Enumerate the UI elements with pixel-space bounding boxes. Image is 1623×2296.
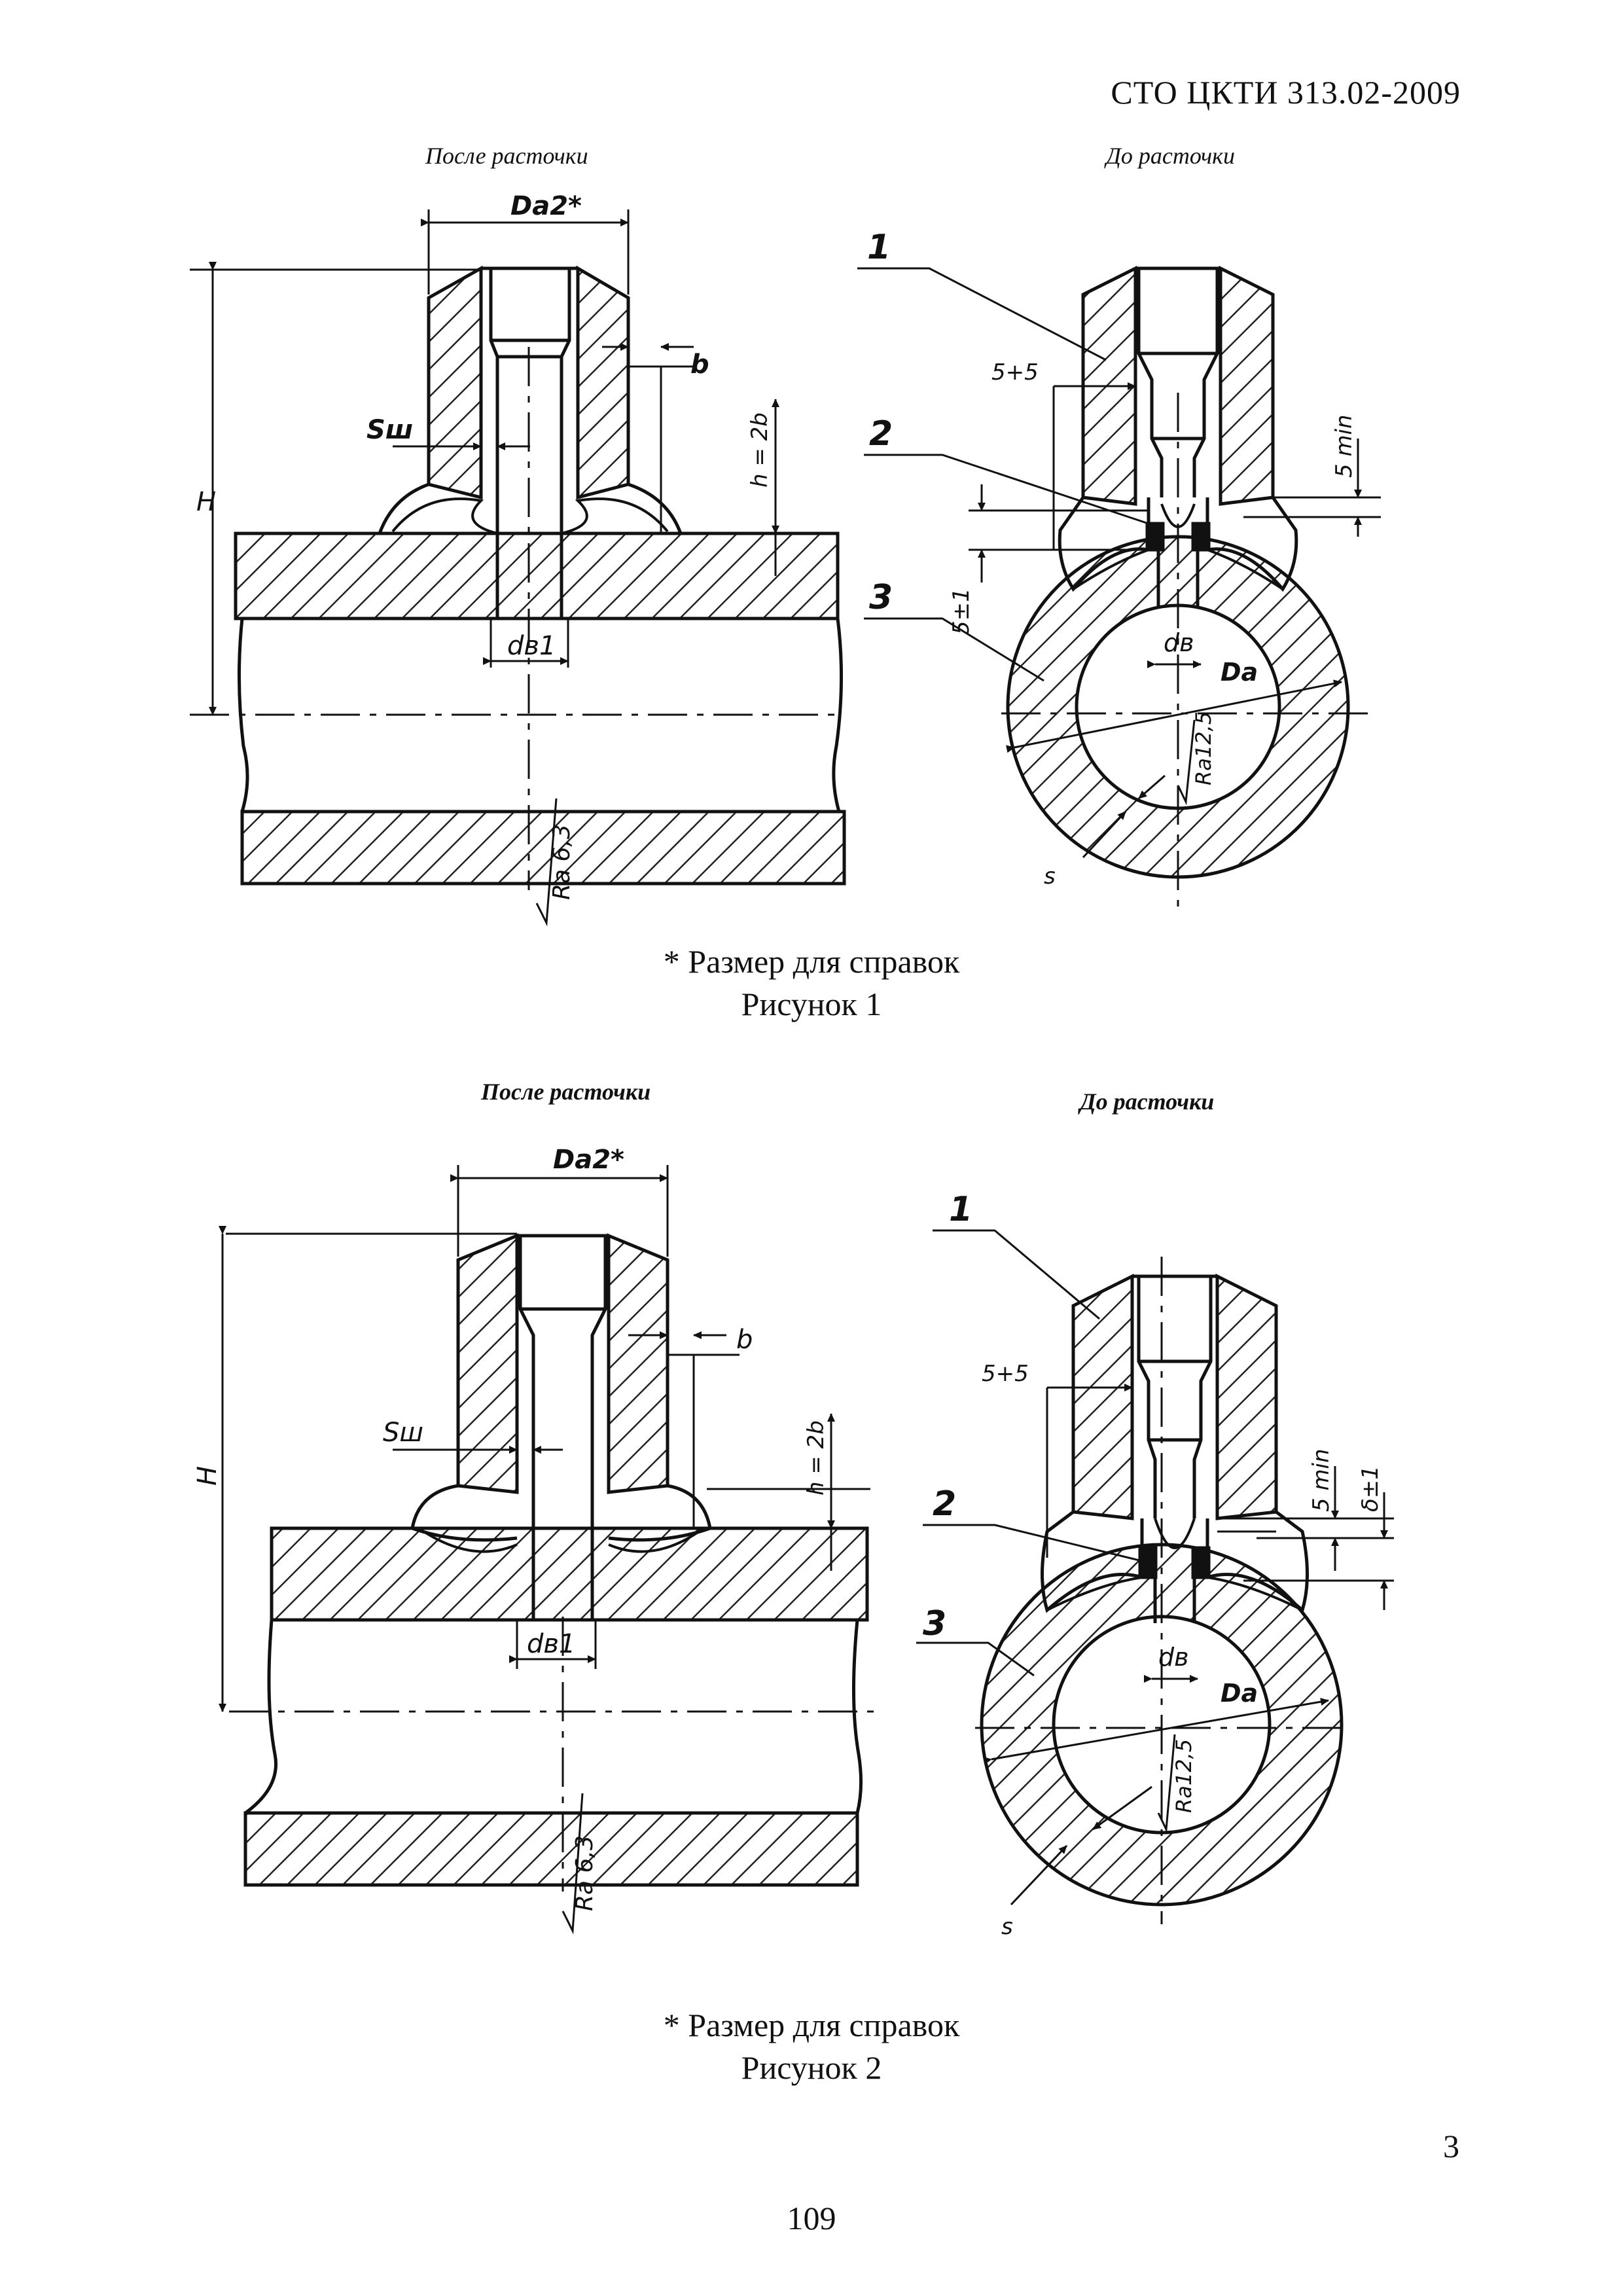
- fig1-right-title: До расточки: [1104, 143, 1235, 169]
- fig1-label-5min: 5 min: [1331, 414, 1357, 478]
- document-code: СТО ЦКТИ 313.02-2009: [1111, 74, 1461, 111]
- fig1-note: * Размер для справок: [663, 943, 960, 980]
- fig1-label-gap: 5+5: [991, 359, 1039, 386]
- fig1-label-ra63: Ra 6,3: [548, 824, 575, 900]
- sheet-number: 3: [1443, 2128, 1459, 2164]
- fig1-label-h: H: [196, 487, 216, 517]
- fig1-pos-2: 2: [869, 414, 893, 454]
- fig2-left-title: После расточки: [480, 1079, 651, 1105]
- fig2-label-ra63: Ra 6,3: [571, 1835, 598, 1911]
- fig2-pos-3: 3: [923, 1604, 946, 1643]
- fig2-right-view: [916, 1229, 1394, 1924]
- fig1-label-sw: Sш: [366, 415, 413, 445]
- fig2-label-dv: dв: [1158, 1643, 1189, 1672]
- fig1-left-view: [190, 209, 846, 927]
- fig1-label-5pm1: 5±1: [948, 588, 974, 635]
- fig1-label-b: b: [690, 350, 709, 380]
- fig2-label-sw: Sш: [383, 1418, 423, 1448]
- fig2-caption: Рисунок 2: [741, 2049, 882, 2086]
- fig1-label-da: Da: [1221, 658, 1258, 687]
- fig2-label-da2: Da2*: [553, 1145, 624, 1175]
- fig1-label-ra125: Ra12,5: [1191, 711, 1216, 785]
- fig2-label-h2b: h = 2b: [803, 1420, 829, 1496]
- fig2-label-h: H: [192, 1466, 223, 1486]
- fig2-label-da: Da: [1221, 1679, 1258, 1708]
- fig2-right-title: До расточки: [1078, 1088, 1214, 1115]
- fig1-caption: Рисунок 1: [741, 986, 882, 1022]
- fig1-label-s: s: [1044, 863, 1056, 889]
- fig1-label-dv: dв: [1164, 628, 1194, 657]
- fig2-label-s: s: [1001, 1914, 1013, 1940]
- fig2-label-dpm1: δ±1: [1357, 1465, 1383, 1512]
- fig1-label-h2b: h = 2b: [747, 412, 773, 488]
- fig2-label-gap: 5+5: [982, 1361, 1029, 1387]
- fig1-pos-3: 3: [869, 578, 893, 617]
- fig2-pos-2: 2: [933, 1484, 956, 1524]
- figure-2-drawing: После расточки До расточки: [192, 1079, 1394, 1940]
- fig2-note: * Размер для справок: [663, 2007, 960, 2043]
- fig2-left-view: [219, 1165, 883, 1935]
- figure-1-drawing: После расточки До расточки: [190, 143, 1381, 927]
- fig2-label-b: b: [736, 1325, 753, 1355]
- fig1-right-view: [857, 265, 1381, 906]
- fig1-left-title: После расточки: [425, 143, 588, 169]
- fig2-label-5min: 5 min: [1308, 1448, 1334, 1512]
- fig1-label-da2: Da2*: [510, 191, 582, 221]
- fig1-label-dv1: dв1: [507, 631, 556, 661]
- fig2-pos-1: 1: [949, 1190, 972, 1229]
- fig2-label-dv1: dв1: [527, 1629, 575, 1659]
- page-number: 109: [787, 2200, 836, 2236]
- fig2-label-ra125: Ra12,5: [1171, 1739, 1196, 1813]
- fig1-pos-1: 1: [867, 228, 891, 267]
